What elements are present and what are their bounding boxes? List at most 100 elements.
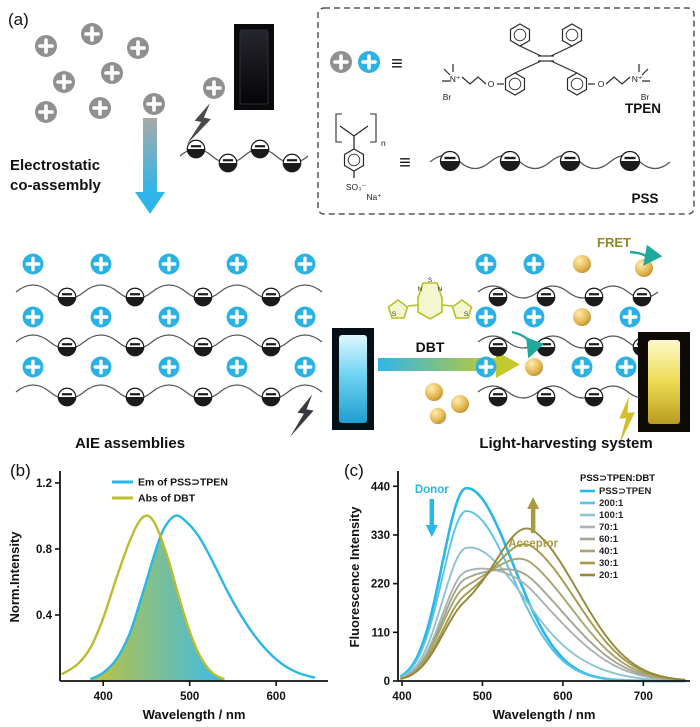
tpen-cation-icon bbox=[88, 304, 114, 330]
tpen-cation-icon bbox=[473, 251, 499, 277]
oxygen-atom-label: O bbox=[598, 79, 605, 89]
x-axis-title: Wavelength / nm bbox=[143, 707, 246, 722]
tpen-cation-icon bbox=[613, 354, 639, 380]
tpen-cation-icon bbox=[141, 91, 167, 117]
x-tick-label: 500 bbox=[473, 691, 492, 703]
pss-backbone-wave bbox=[477, 285, 659, 299]
pss-unit-icon bbox=[57, 387, 77, 407]
pss-unit-icon bbox=[499, 150, 521, 172]
series-curve-30-1 bbox=[400, 543, 686, 681]
aie-assemblies-label: AIE assemblies bbox=[75, 435, 185, 452]
tpen-cation-icon bbox=[473, 354, 499, 380]
tpen-cation-icon bbox=[99, 60, 125, 86]
equiv-symbol: ≡ bbox=[399, 152, 411, 174]
tpen-structure bbox=[442, 45, 650, 85]
oxygen-atom-label: O bbox=[488, 79, 495, 89]
pss-backbone-wave bbox=[477, 385, 659, 399]
pss-unit-icon bbox=[261, 337, 281, 357]
panel-b-label: (b) bbox=[10, 461, 31, 480]
tpen-cation-icon bbox=[125, 35, 151, 61]
dbt-addition-arrow bbox=[378, 351, 520, 378]
series-curve-PSS-TPEN bbox=[399, 486, 686, 683]
legend-label: 30:1 bbox=[599, 558, 619, 569]
dbt-thiadiazole-ring bbox=[417, 282, 443, 299]
pss-unit-icon bbox=[536, 287, 556, 307]
pss-unit-icon bbox=[250, 139, 270, 159]
tpen-cation-icon bbox=[473, 304, 499, 330]
fret-arrow-icon bbox=[629, 244, 663, 266]
pss-unit-icon bbox=[125, 287, 145, 307]
y-tick-label: 440 bbox=[371, 481, 390, 493]
panel-a-label: (a) bbox=[8, 10, 29, 29]
tpen-cation-icon bbox=[79, 21, 105, 47]
y-tick-label: 0.4 bbox=[36, 610, 53, 622]
tpen-cation-gray-icon bbox=[328, 49, 354, 75]
pss-unit-icon bbox=[536, 337, 556, 357]
legend-label: Abs of DBT bbox=[138, 493, 196, 505]
tpen-cation-icon bbox=[521, 251, 547, 277]
pss-unit-icon bbox=[488, 287, 508, 307]
pss-unit-icon bbox=[261, 387, 281, 407]
tpen-cation-icon bbox=[617, 304, 643, 330]
yellow-cuvette-photo bbox=[638, 332, 690, 432]
pss-unit-icon bbox=[186, 139, 206, 159]
pss-unit-icon bbox=[584, 287, 604, 307]
pss-unit-icon bbox=[218, 153, 238, 173]
dark-cuvette-icon bbox=[239, 29, 269, 105]
structure-legend-box bbox=[317, 7, 695, 215]
excitation-bolt-icon bbox=[290, 392, 317, 441]
arrow-head bbox=[135, 192, 165, 214]
electrostatic-label-line2: co-assembly bbox=[10, 177, 102, 194]
y-tick-label: 0 bbox=[384, 676, 390, 688]
free-pss-chain bbox=[179, 139, 309, 173]
sulfur-atom-label: S bbox=[392, 311, 397, 318]
dark-cuvette-photo bbox=[234, 24, 274, 110]
tpen-cation-icon bbox=[521, 304, 547, 330]
fret-arrow-icon bbox=[511, 330, 545, 359]
dbt-sphere-icon bbox=[525, 358, 543, 376]
x-axis-title: Wavelength / nm bbox=[493, 707, 596, 722]
pss-unit-icon bbox=[619, 150, 641, 172]
legend-label: 200:1 bbox=[599, 498, 624, 509]
sodium-label: Na⁺ bbox=[366, 192, 381, 202]
pss-backbone-wave bbox=[477, 335, 659, 349]
blue-cuvette-photo bbox=[332, 328, 374, 430]
dbt-sphere-icon bbox=[451, 395, 469, 413]
tpen-cation-icon bbox=[292, 354, 318, 380]
repeat-n-label: n bbox=[381, 138, 386, 148]
tpen-cation-icon bbox=[33, 99, 59, 125]
pss-unit-icon bbox=[488, 337, 508, 357]
tpen-cation-icon bbox=[156, 354, 182, 380]
dbt-thiophene-ring bbox=[387, 299, 409, 319]
pss-unit-icon bbox=[488, 387, 508, 407]
nitrogen-atom-label: N bbox=[438, 286, 443, 293]
equiv-symbol: ≡ bbox=[391, 53, 403, 75]
ammonium-label: N⁺ bbox=[632, 74, 643, 84]
arrow-head bbox=[496, 351, 520, 378]
dbt-sphere-icon bbox=[635, 259, 653, 277]
tpen-cation-icon bbox=[51, 69, 77, 95]
down-arrow-head-icon bbox=[425, 525, 438, 537]
legend-label: 70:1 bbox=[599, 522, 619, 533]
y-tick-label: 330 bbox=[371, 530, 390, 542]
tpen-cation-icon bbox=[20, 304, 46, 330]
y-tick-label: 110 bbox=[371, 627, 390, 639]
pss-unit-icon bbox=[261, 287, 281, 307]
pss-unit-icon bbox=[632, 287, 652, 307]
x-tick-label: 700 bbox=[634, 691, 653, 703]
ammonium-label: N⁺ bbox=[450, 74, 461, 84]
dbt-sphere-icon bbox=[425, 383, 443, 401]
tpen-cation-icon bbox=[87, 95, 113, 121]
light-harvesting-label: Light-harvesting system bbox=[479, 435, 652, 452]
tpen-cation-icon bbox=[224, 304, 250, 330]
series-curve-70-1 bbox=[400, 567, 686, 682]
acceptor-annotation-label: Acceptor bbox=[508, 538, 558, 550]
free-tpen-cluster bbox=[33, 21, 227, 125]
series-curve-em-pss-tpen bbox=[89, 514, 316, 681]
pss-unit-icon bbox=[282, 153, 302, 173]
arrow-shaft bbox=[143, 118, 157, 192]
x-tick-label: 400 bbox=[94, 691, 113, 703]
donor-annotation-label: Donor bbox=[415, 484, 449, 496]
